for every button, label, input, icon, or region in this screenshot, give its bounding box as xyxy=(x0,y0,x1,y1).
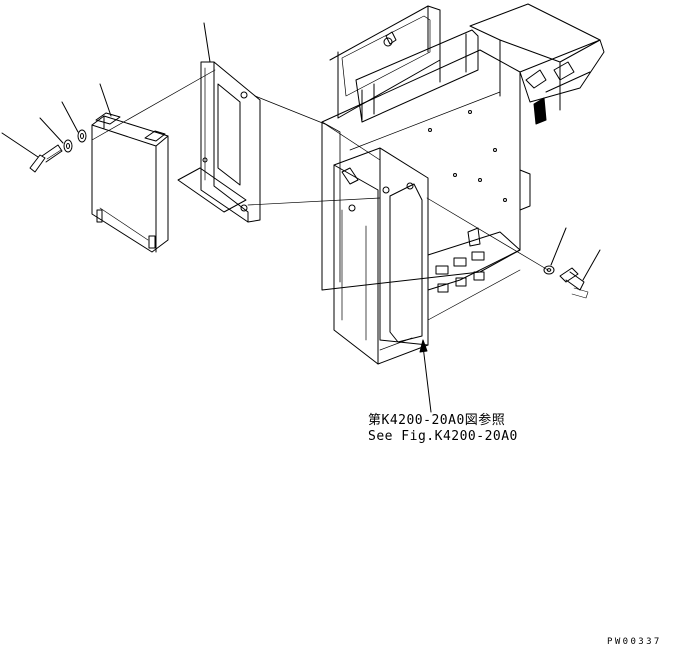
callout-leader-right-bolt xyxy=(582,249,601,281)
callout-leaders xyxy=(1,22,601,413)
bolt-left xyxy=(29,144,63,173)
reference-arrowhead xyxy=(419,339,428,353)
lock-washer-left xyxy=(77,129,87,143)
controller-box xyxy=(91,112,169,253)
callout-leader-lock-washer xyxy=(61,101,79,133)
assembly-lines xyxy=(91,69,549,271)
callout-leader-washer xyxy=(39,117,64,144)
drawing-code: PW00337 xyxy=(607,637,662,647)
electrical-box xyxy=(333,147,429,365)
mounting-bracket xyxy=(177,61,261,223)
callout-leader-controller xyxy=(99,83,112,117)
reference-note-english: See Fig.K4200-20A0 xyxy=(368,429,518,444)
callout-leader-bracket xyxy=(203,22,211,63)
callout-leader-reference xyxy=(422,345,432,413)
bolt-right xyxy=(559,267,589,299)
callout-leader-bolt xyxy=(1,132,39,158)
main-frame xyxy=(321,3,605,291)
washer-left xyxy=(63,139,73,153)
washer-right xyxy=(543,265,555,275)
reference-note-japanese: 第K4200-20A0図参照 xyxy=(368,413,506,428)
callout-leader-right-washer xyxy=(550,227,567,266)
relay-panel xyxy=(427,227,521,321)
